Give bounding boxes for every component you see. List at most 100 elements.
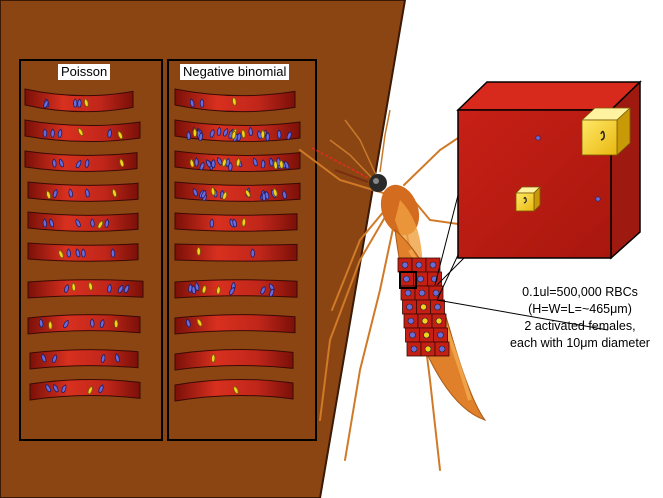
negative-binomial-title: Negative binomial <box>180 64 290 80</box>
parasite-icon <box>68 188 73 198</box>
negbin-vessels <box>174 88 301 402</box>
gametocyte-icon <box>235 157 241 167</box>
parasite-icon <box>85 188 90 198</box>
gametocyte-icon <box>245 189 251 198</box>
blood-vessel <box>29 379 141 401</box>
parasite-icon <box>58 158 64 168</box>
gametocyte-icon <box>420 303 427 311</box>
parasite-icon <box>438 345 446 353</box>
parasite-icon <box>282 190 287 200</box>
blood-vessel <box>174 349 294 371</box>
parasite-icon <box>216 126 222 136</box>
parasite-icon <box>191 285 196 295</box>
parasite-icon <box>45 384 52 393</box>
parasite-icon <box>52 354 58 364</box>
parasite-icon <box>276 129 282 139</box>
parasite-icon <box>211 158 216 168</box>
parasite-icon <box>437 331 444 339</box>
parasite-icon <box>110 248 116 258</box>
parasite-icon <box>410 345 418 353</box>
gametocyte-icon <box>192 127 198 137</box>
gametocyte-icon <box>222 191 228 201</box>
gametocyte-icon <box>279 159 284 169</box>
parasite-icon <box>217 157 223 166</box>
blood-vessel <box>174 314 296 335</box>
gametocyte-icon <box>421 317 429 325</box>
parasite-icon <box>63 319 69 329</box>
blood-vessel <box>27 181 139 202</box>
parasite-icon <box>417 275 424 283</box>
gametocyte-icon <box>117 130 123 140</box>
parasite-icon <box>64 284 69 294</box>
gametocyte-icon <box>272 187 278 197</box>
parasite-icon <box>100 353 106 363</box>
parasite-icon <box>401 261 409 269</box>
parasite-icon <box>199 98 205 108</box>
parasite-icon <box>260 159 266 169</box>
parasite-icon <box>194 281 200 291</box>
parasite-icon <box>415 261 423 269</box>
parasite-icon <box>66 248 71 258</box>
gametocyte-icon <box>196 246 201 256</box>
parasite-icon <box>43 99 49 109</box>
parasite-icon <box>117 284 124 294</box>
caption-line-2: (H=W=L=~465μm) <box>528 302 632 316</box>
parasite-icon <box>260 286 266 295</box>
parasite-icon <box>269 288 275 298</box>
parasite-icon <box>403 275 410 283</box>
gametocyte-icon <box>424 345 432 353</box>
gametocyte-icon <box>87 385 93 395</box>
parasite-icon <box>107 283 112 293</box>
zoom-cube <box>456 80 642 260</box>
parasite-icon <box>192 187 198 197</box>
parasite-icon <box>232 218 237 228</box>
parasite-icon <box>209 128 215 138</box>
parasite-icon <box>228 161 233 171</box>
caption-line-4: each with 10μm diameter <box>510 336 650 350</box>
parasite-icon <box>286 131 292 140</box>
activated-female-cube-large <box>580 107 632 156</box>
parasite-icon <box>248 126 253 136</box>
parasite-icon <box>250 248 255 258</box>
parasite-icon <box>429 261 437 269</box>
parasite-icon <box>75 248 81 258</box>
blood-vessel <box>27 211 139 232</box>
gametocyte-icon <box>189 158 195 168</box>
sample-volume-highlight <box>399 271 417 289</box>
parasite-icon <box>115 353 120 363</box>
gametocyte-icon <box>233 385 239 395</box>
sensing-line <box>311 147 373 181</box>
parasite-icon <box>189 98 195 108</box>
parasite-icon <box>205 159 212 168</box>
parasite-icon <box>228 286 235 296</box>
gametocyte-icon <box>273 160 278 170</box>
gametocyte-icon <box>113 318 119 328</box>
blood-vessel <box>27 279 144 299</box>
parasite-icon <box>81 248 86 258</box>
parasite-icon <box>90 218 95 228</box>
parasite-icon <box>194 157 199 167</box>
parasite-icon <box>52 189 58 199</box>
gametocyte-icon <box>83 98 89 108</box>
gametocyte-icon <box>260 129 266 139</box>
poisson-panel <box>19 59 163 441</box>
gametocyte-icon <box>88 281 93 291</box>
parasite-icon <box>42 218 47 228</box>
parasite-icon <box>185 318 191 328</box>
parasite-icon <box>200 189 207 199</box>
parasite-icon <box>61 384 67 394</box>
parasite-icon <box>199 161 205 171</box>
blood-vessel <box>27 314 141 335</box>
parasite-icon <box>252 157 258 167</box>
blood-meal-grid <box>397 257 450 357</box>
parasite-icon <box>407 317 415 325</box>
parasite-icon <box>409 331 416 339</box>
parasite-icon <box>90 318 95 328</box>
parasite-icon <box>123 284 130 294</box>
gametocyte-icon <box>241 217 247 227</box>
gametocyte-icon <box>231 130 237 140</box>
parasite-icon <box>269 157 274 167</box>
gametocyte-icon <box>71 282 76 292</box>
gametocyte-icon <box>77 127 84 137</box>
gametocyte-icon <box>216 285 221 295</box>
